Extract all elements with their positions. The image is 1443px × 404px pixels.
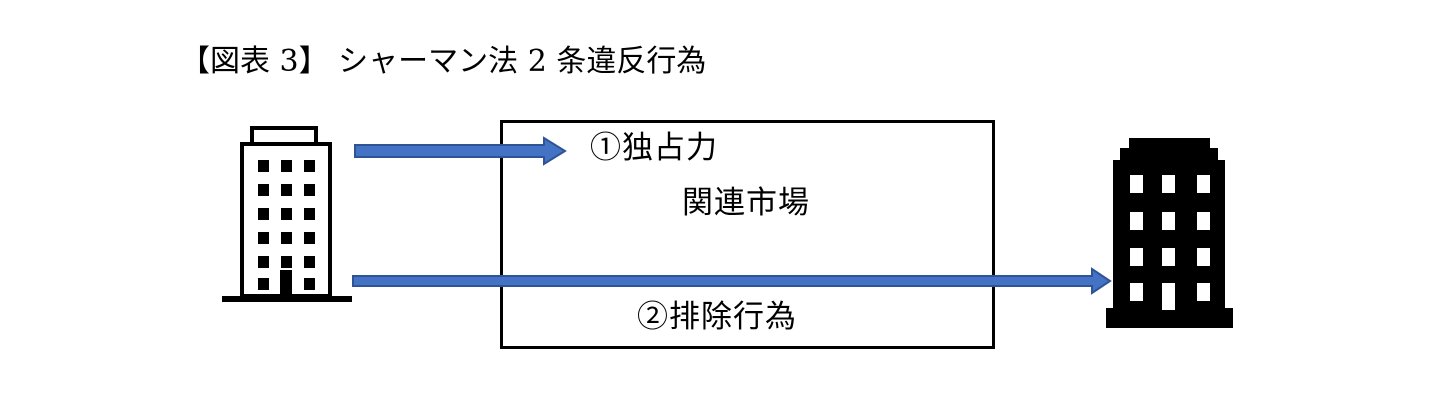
exclusionary-conduct-label: ②排除行為 [637,299,797,335]
relevant-market-box [500,120,995,349]
relevant-market-label: 関連市場 [682,185,810,221]
monopoly-power-arrow-icon [353,135,568,171]
exclusionary-conduct-arrow-icon [352,267,1112,299]
office-building-outline-icon [222,120,352,304]
monopoly-power-label: ①独占力 [590,130,718,166]
office-building-solid-icon [1106,136,1233,328]
figure-title: 【図表 3】 シャーマン法 2 条違反行為 [180,44,707,79]
